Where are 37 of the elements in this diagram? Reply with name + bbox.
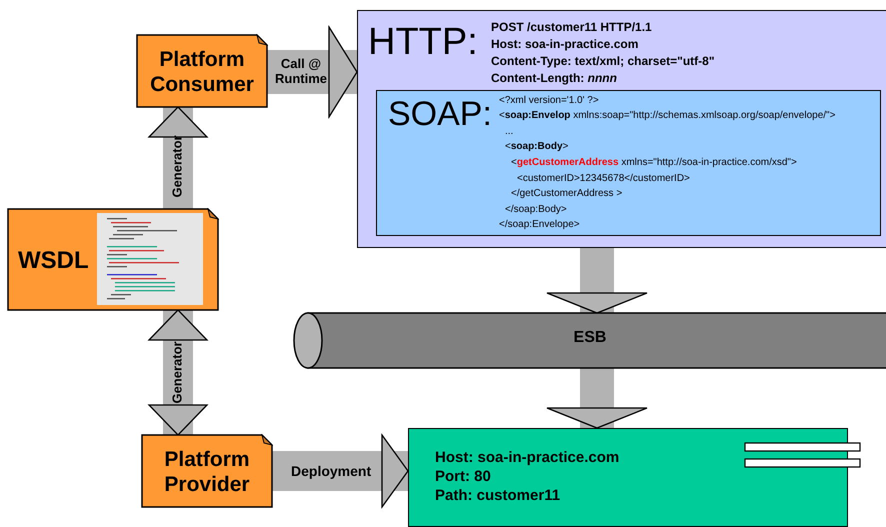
xml-code-line: <soap:Envelop xmlns:soap="http://schemas.xmlsoap.org/soap/envelope/"> bbox=[499, 110, 836, 122]
http-header-line: POST /customer11 HTTP/1.1 bbox=[491, 20, 652, 34]
xml-code-line: <?xml version='1.0' ?> bbox=[499, 94, 599, 106]
node-label: WSDL bbox=[18, 247, 89, 275]
xml-code-line: </soap:Envelope> bbox=[499, 219, 580, 230]
endpoint-detail: Path: customer11 bbox=[435, 487, 560, 504]
endpoint-detail: Port: 80 bbox=[435, 468, 491, 485]
platform-box bbox=[142, 435, 272, 507]
http-header-line: Host: soa-in-practice.com bbox=[491, 37, 638, 51]
block-arrow bbox=[267, 26, 358, 118]
xml-code-line: <customerID>12345678</customerID> bbox=[517, 172, 690, 184]
protocol-heading: HTTP: bbox=[368, 21, 478, 64]
wsdl-document-box bbox=[8, 209, 218, 310]
xml-code-line: </getCustomerAddress > bbox=[511, 188, 622, 200]
block-arrow bbox=[272, 434, 409, 508]
node-label: ESB bbox=[572, 329, 608, 347]
platform-box bbox=[137, 35, 267, 107]
soap-envelope-box bbox=[376, 90, 881, 236]
edge-label: Call @ Runtime bbox=[274, 57, 328, 87]
block-arrow bbox=[148, 106, 208, 209]
protocol-heading: SOAP: bbox=[388, 95, 492, 134]
endpoint-detail: Host: soa-in-practice.com bbox=[435, 449, 620, 466]
xml-code-line: ... bbox=[505, 126, 514, 137]
edge-label: Generator bbox=[170, 340, 186, 404]
http-message-box bbox=[357, 10, 886, 248]
node-label: Platform Provider bbox=[163, 447, 251, 498]
edge-label: Deployment bbox=[291, 463, 372, 480]
node-label: Platform Consumer bbox=[149, 47, 255, 98]
xml-code-line: <soap:Body> bbox=[505, 141, 568, 152]
block-arrow bbox=[546, 368, 648, 429]
block-arrow bbox=[546, 248, 648, 314]
http-header-line: Content-Length: nnnn bbox=[491, 71, 617, 85]
xml-code-line: <getCustomerAddress xmlns="http://soa-in-practice.com/xsd"> bbox=[511, 157, 797, 168]
xml-code-line: </soap:Body> bbox=[505, 204, 567, 215]
http-header-line: Content-Type: text/xml; charset="utf-8" bbox=[491, 54, 715, 68]
block-arrow bbox=[148, 309, 208, 436]
edge-label: Generator bbox=[170, 134, 186, 198]
